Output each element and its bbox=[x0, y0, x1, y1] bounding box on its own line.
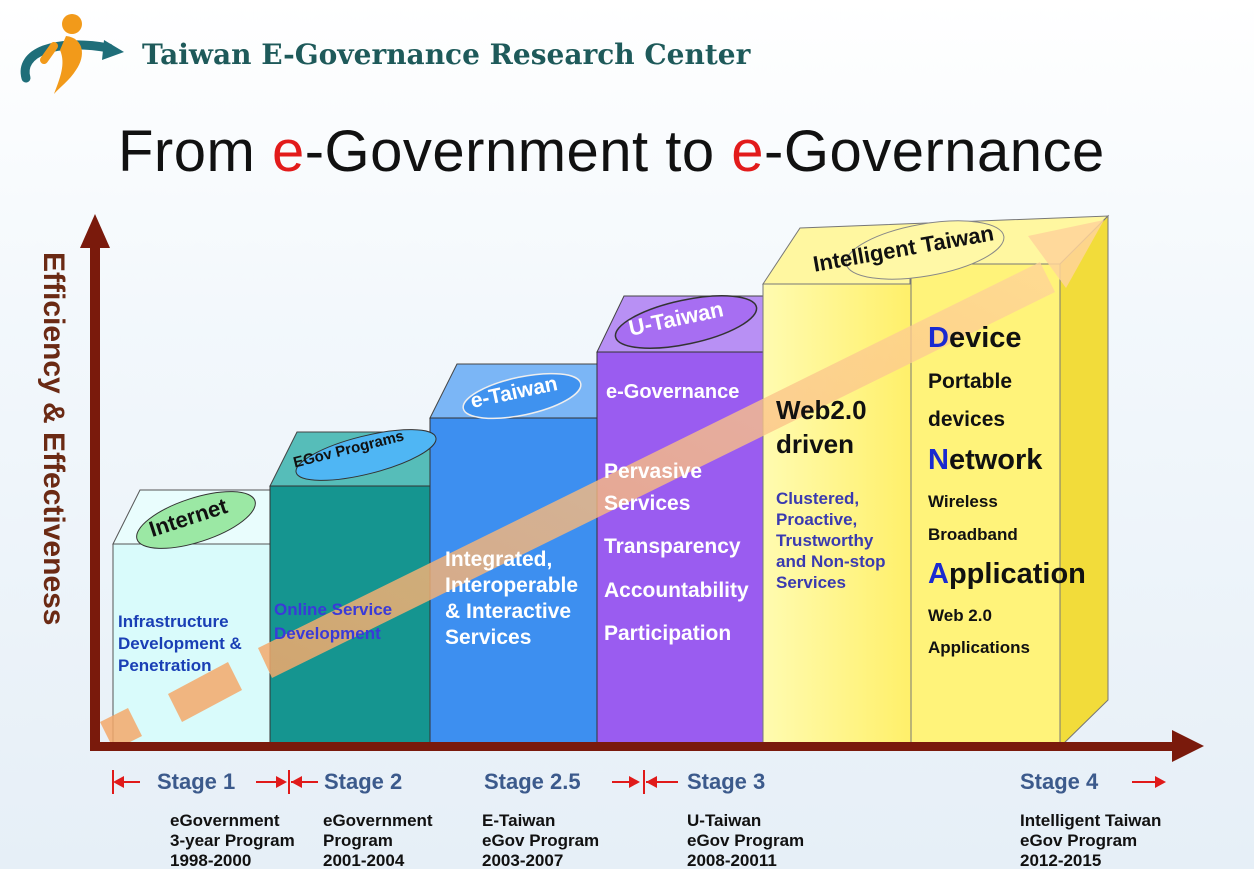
utaiwan-line-4: Accountability bbox=[604, 579, 749, 602]
application-sub-1: Web 2.0 bbox=[928, 606, 992, 625]
intelligent-line-1: Clustered, bbox=[776, 489, 860, 508]
stage-markers bbox=[112, 770, 1166, 794]
utaiwan-line-1: Pervasive bbox=[604, 460, 703, 483]
program-2: eGovernment Program 2001-2004 bbox=[323, 811, 433, 870]
program-3: U-Taiwan eGov Program 2008-20011 bbox=[687, 811, 805, 870]
egov-line-2: Development bbox=[274, 624, 381, 643]
device-sub-1: Portable bbox=[928, 370, 1013, 393]
utaiwan-line-3: Transparency bbox=[604, 535, 741, 558]
internet-line-2: Development & bbox=[118, 634, 242, 653]
block-intelligent-text: Clustered, Proactive, Trustworthy and No… bbox=[776, 488, 886, 593]
title-e-2: e bbox=[731, 119, 765, 184]
internet-line-1: Infrastructure bbox=[118, 612, 229, 631]
tag-intelligent-oval bbox=[845, 220, 1005, 280]
block-internet-text: Infrastructure Development & Penetration bbox=[118, 611, 242, 677]
network-rest: etwork bbox=[948, 444, 1043, 476]
stage-3-label: Stage 3 bbox=[687, 769, 766, 794]
block-intelligent bbox=[762, 214, 1110, 749]
title-text-3: -Governance bbox=[764, 119, 1105, 184]
device-sub-2: devices bbox=[928, 408, 1006, 431]
device-heading: Device bbox=[928, 322, 1022, 355]
stage-1-label: Stage 1 bbox=[157, 769, 236, 794]
program-1: eGovernment 3-year Program 1998-2000 bbox=[170, 811, 295, 870]
title-text-2: -Government to bbox=[304, 119, 732, 184]
title-text-1: From bbox=[118, 119, 272, 184]
intelligent-line-5: Services bbox=[776, 573, 846, 592]
intelligent-line-4: and Non-stop bbox=[776, 552, 886, 571]
stage-4-label: Stage 4 bbox=[1020, 769, 1099, 794]
etaiwan-line-3: & Interactive bbox=[445, 600, 572, 623]
network-heading: Network bbox=[928, 444, 1042, 477]
page-title: From e-Government to e-Governance bbox=[118, 118, 1105, 185]
utaiwan-heading: e-Governance bbox=[606, 381, 740, 403]
block-egov-text: Online Service Development bbox=[274, 598, 392, 646]
block-etaiwan-text: Integrated, Interoperable & Interactive … bbox=[445, 547, 578, 651]
y-axis-label: Efficiency & Effectiveness bbox=[37, 252, 70, 626]
etaiwan-line-2: Interoperable bbox=[445, 574, 579, 597]
org-name: Taiwan E-Governance Research Center bbox=[142, 38, 751, 71]
utaiwan-line-2: Services bbox=[604, 492, 691, 515]
internet-line-3: Penetration bbox=[118, 656, 212, 675]
network-sub-2: Broadband bbox=[928, 525, 1018, 544]
stage-2-5-label: Stage 2.5 bbox=[484, 769, 581, 794]
web20-heading-2: driven bbox=[776, 429, 855, 459]
stage-2-label: Stage 2 bbox=[324, 769, 403, 794]
network-sub-1: Wireless bbox=[928, 492, 998, 511]
application-sub-2: Applications bbox=[928, 638, 1031, 657]
utaiwan-line-5: Participation bbox=[604, 622, 732, 645]
title-e-1: e bbox=[271, 119, 305, 184]
application-initial: A bbox=[928, 558, 949, 590]
program-2-5: E-Taiwan eGov Program 2003-2007 bbox=[482, 811, 600, 870]
tag-egov-oval bbox=[295, 429, 437, 481]
web20-heading: Web2.0 driven bbox=[776, 393, 867, 461]
block-utaiwan bbox=[596, 295, 791, 748]
web20-heading-1: Web2.0 bbox=[776, 395, 867, 425]
etaiwan-line-1: Integrated, bbox=[445, 548, 553, 571]
tag-utaiwan-oval bbox=[614, 295, 758, 349]
application-rest: pplication bbox=[948, 558, 1086, 590]
x-axis bbox=[90, 730, 1204, 762]
logo-icon bbox=[14, 8, 144, 98]
intelligent-line-2: Proactive, bbox=[776, 510, 858, 529]
y-axis bbox=[80, 214, 110, 745]
tag-etaiwan-oval bbox=[462, 372, 582, 420]
program-4: Intelligent Taiwan eGov Program 2012-201… bbox=[1020, 811, 1162, 870]
egov-line-1: Online Service bbox=[274, 600, 393, 619]
etaiwan-line-4: Services bbox=[445, 626, 532, 649]
growth-arrow bbox=[100, 220, 1104, 750]
intelligent-line-3: Trustworthy bbox=[776, 531, 874, 550]
network-initial: N bbox=[928, 444, 949, 476]
tag-internet-oval bbox=[136, 491, 256, 549]
device-rest: evice bbox=[948, 322, 1022, 354]
device-initial: D bbox=[928, 322, 949, 354]
application-heading: Application bbox=[928, 558, 1086, 591]
